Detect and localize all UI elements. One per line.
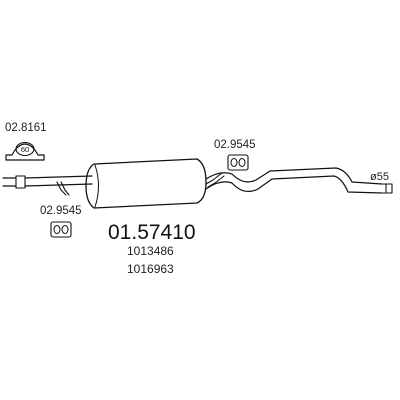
- pipe-diameter-label: ø55: [370, 171, 389, 183]
- clamp-part-number: 02.8161: [5, 122, 47, 134]
- main-part-number: 01.57410: [108, 221, 196, 244]
- rear-mount-part-number: 02.9545: [214, 139, 256, 151]
- front-pipe: [2, 175, 93, 189]
- reference-number: 1013486: [127, 244, 174, 258]
- clamp-size-label: 60: [21, 145, 29, 154]
- reference-number: 1016963: [127, 262, 174, 276]
- silencer-body: [85, 158, 207, 209]
- clamp-icon: 60: [5, 141, 45, 161]
- front-mount-part-number: 02.9545: [40, 205, 82, 217]
- front-mount-icon: [50, 181, 72, 238]
- tail-pipe: [205, 167, 393, 194]
